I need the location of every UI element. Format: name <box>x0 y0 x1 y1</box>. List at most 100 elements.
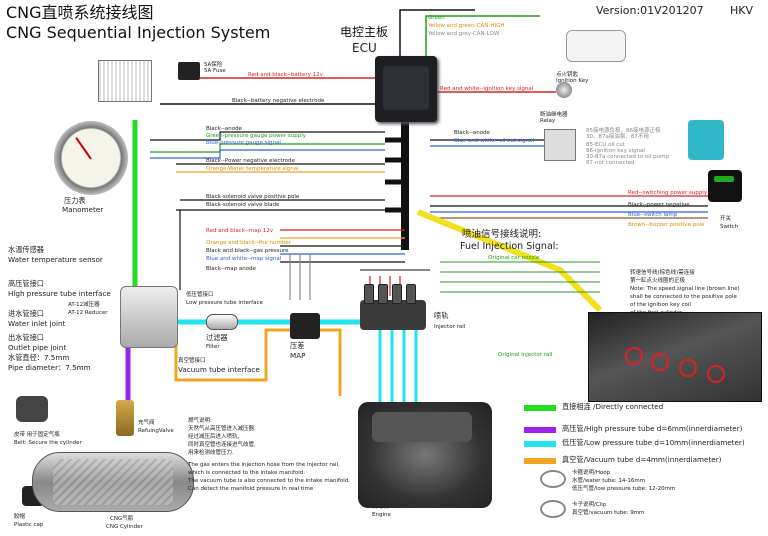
speed-note-en-1: Note: The speed signal line (brown line) <box>630 286 740 292</box>
relay-note-6: 87-not connected <box>586 160 635 166</box>
wire-switch-neg: Black--power negative <box>628 202 690 208</box>
relay-label-en: Relay <box>540 118 556 124</box>
relay-note-1: 85接电源负极，86接电源正极 <box>586 128 661 134</box>
relay-note-4: 86-ignition key signal <box>586 148 645 154</box>
relay-note-3: 85-ECU oil cut <box>586 142 625 148</box>
engine-label-cn: 发动机 <box>372 504 389 510</box>
legend-direct: 直接相连 /Directly connected <box>562 402 664 411</box>
lp-interface-en: Low pressure tube interface <box>186 300 263 306</box>
injector-rail-label-cn: 喷轨 <box>434 311 449 320</box>
refueling-valve <box>116 400 134 436</box>
clip-icon <box>540 500 566 518</box>
injector-rail <box>360 284 426 330</box>
ecu-unit <box>375 56 437 122</box>
water-inlet-cn: 进水管接口 <box>8 309 44 318</box>
relay-note-5: 30-87a connected to oil pump <box>586 154 669 160</box>
relay-note-2: 30、87a接油泵、87不用 <box>586 134 649 140</box>
engine-block <box>358 402 492 508</box>
speed-note-cn-1: 转速信号线(棕色线)需连接 <box>630 270 695 276</box>
brand-label: HKV <box>730 4 754 17</box>
wire-battery-neg: Black--battery negative electrode <box>232 98 325 104</box>
gas-note-en-4: Can detect the manifold pressure in real… <box>188 486 314 492</box>
switch-label-en: Switch <box>720 224 739 230</box>
fuse <box>178 62 200 80</box>
wire-map-signal: Blue and white--map signal <box>206 256 282 262</box>
pipe-dia-en: Pipe diameter：7.5mm <box>8 363 91 372</box>
fuse-label-en: 5A Fuse <box>204 68 226 74</box>
ignition-key-label-en: Ignition Key <box>556 78 589 84</box>
injector-1 <box>364 284 374 304</box>
battery <box>98 60 152 102</box>
legend-swatch-vac <box>524 458 556 464</box>
cng-cylinder <box>32 452 194 512</box>
title-en: CNG Sequential Injection System <box>6 23 271 42</box>
wire-map-orange: Orange and black--the number <box>206 240 291 246</box>
fuel-signal-title-en: Fuel Injection Signal: <box>460 241 559 252</box>
pipe-dia-cn: 水管直径：7.5mm <box>8 353 70 362</box>
legend-swatch-hp <box>524 427 556 433</box>
wire-switch-power: Red--switching power supply <box>628 190 708 196</box>
speed-note-cn-2: 第一缸点火线圈的正极 <box>630 278 686 284</box>
gas-note-cn-5: 用来检测歧管压力. <box>188 450 234 456</box>
ignition-key-label-cn: 点火钥匙 <box>556 72 579 78</box>
cap-label-en: Plastic cap <box>14 522 44 528</box>
obd-wire-can-low: Yellow and grey-CAN-LOW <box>428 31 500 37</box>
ecu-label-cn: 电控主板 <box>340 25 389 39</box>
hoop-icon <box>540 470 566 488</box>
engine-bay-photo <box>588 312 762 402</box>
outlet-en: Outlet pipe joint <box>8 343 67 352</box>
filter-label-cn: 过滤器 <box>206 333 228 342</box>
legend-swatch-direct <box>524 405 556 411</box>
engine-label-en: Engine <box>372 512 391 518</box>
connector-plug <box>688 120 724 160</box>
wire-gauge-signal: Blue-pressure gauge signal <box>206 140 281 146</box>
gas-note-en-3: The vacuum tube is also connected to the… <box>188 478 351 484</box>
cylinder-label-en: CNG Cylinder <box>106 524 143 530</box>
wire-power-neg: Black--Power negative electrode <box>206 158 295 164</box>
legend-hp: 高压管/High pressure tube d=6mm(innerdiamet… <box>562 424 743 433</box>
switch-label-cn: 开关 <box>720 216 732 222</box>
legend-swatch-lp <box>524 441 556 447</box>
wire-map-pressure: Black and black--gas pressure <box>206 248 289 254</box>
manometer-label-en: Manometer <box>62 205 104 214</box>
version-label: Version:01V201207 <box>596 4 704 17</box>
fuel-signal-sub-2: Original injector rail <box>498 352 553 358</box>
relay-icon <box>544 129 576 161</box>
ignition-key-icon <box>556 82 572 98</box>
cylinder-label-cn: CNG气瓶 <box>110 516 134 522</box>
obd-wire-green: Green <box>428 15 445 21</box>
vac-interface-en: Vacuum tube interface <box>178 365 260 374</box>
map-label-cn: 压差 <box>290 341 305 350</box>
wire-anode-1: Black--anode <box>206 126 242 132</box>
injector-3 <box>392 284 402 304</box>
wire-anode-2: Black--anode <box>454 130 490 136</box>
refuel-label-cn: 充气阀 <box>138 420 155 426</box>
belt-strap <box>16 396 48 422</box>
legend-clip-title: 卡子说明/Clip <box>572 502 607 508</box>
wire-switch-buzzer: Brown--buzzer positive pole <box>628 222 705 228</box>
fuel-signal-sub-1: Original car nozzle <box>488 255 540 261</box>
injector-2 <box>378 284 388 304</box>
obd-wire-can-high: Yellow and green-CAN-HIGH <box>428 23 505 29</box>
manometer-label-cn: 压力表 <box>64 196 86 205</box>
legend-lp: 低压管/Low pressure tube d=10mm(innerdiamet… <box>562 438 745 447</box>
belt-label-cn: 皮带 用于固定气瓶 <box>14 432 60 438</box>
wire-solenoid-power: Black-solenoid valve positive pole <box>206 194 300 200</box>
hp-interface-cn: 高压管接口 <box>8 279 44 288</box>
wire-solenoid-ctrl: Black-solenoid valve blade <box>206 202 280 208</box>
map-sensor <box>290 313 320 339</box>
legend-hoop-low: 低压气管/low pressure tube: 12-20mm <box>572 486 676 492</box>
injector-rail-label-en: Injector rail <box>434 324 466 330</box>
wire-oil-cut: Blue and white--oil cut signal <box>454 138 534 144</box>
cap-label-cn: 胶帽 <box>14 514 26 520</box>
injector-4 <box>406 284 416 304</box>
gas-note-en-2: which is connected to the intake manifol… <box>188 470 305 476</box>
relay-label-cn: 断油继电器 <box>540 112 568 118</box>
legend-hoop-water: 水管/water tube: 14-16mm <box>572 478 646 484</box>
gas-note-cn-1: 燃气说明: <box>188 418 212 424</box>
gas-note-cn-3: 经过减压后进入喷轨, <box>188 434 240 440</box>
speed-note-en-3: of the ignition key coil <box>630 302 691 308</box>
wire-switch-lamp: Blue--switch lamp <box>628 212 678 218</box>
legend-vac: 真空管/Vacuum tube d=4mm(innerdiameter) <box>562 455 722 464</box>
